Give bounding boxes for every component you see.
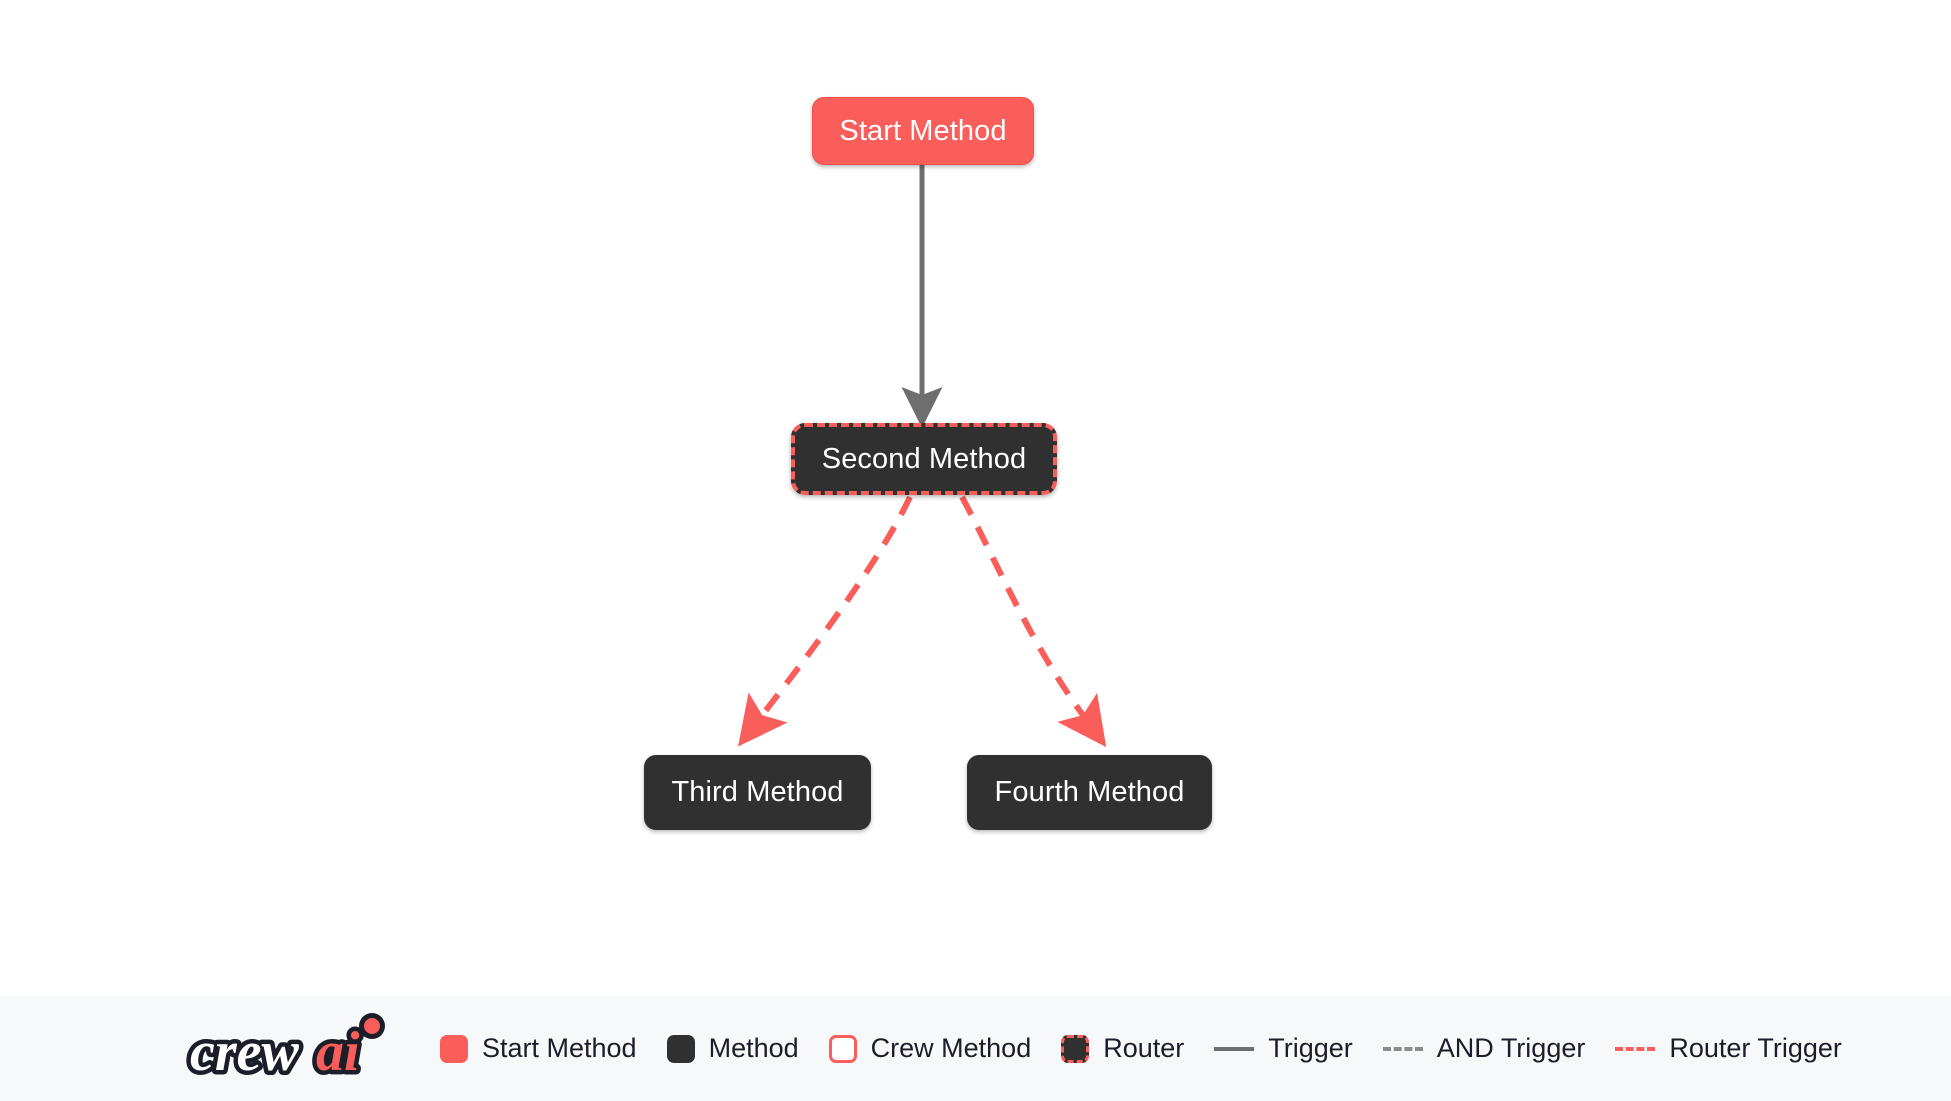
legend-item-router-trigger: Router Trigger xyxy=(1615,1033,1842,1064)
node-third-method-label: Third Method xyxy=(671,776,844,808)
edge-second-to-fourth xyxy=(959,495,1107,748)
node-third-method[interactable]: Third Method xyxy=(644,755,871,830)
legend-label-trigger: Trigger xyxy=(1268,1033,1353,1063)
crew-method-swatch-icon xyxy=(828,1034,857,1063)
legend-item-trigger: Trigger xyxy=(1214,1033,1353,1064)
legend-label-start-method: Start Method xyxy=(482,1033,637,1063)
legend-item-start-method: Start Method xyxy=(440,1033,637,1064)
crewai-logo[interactable]: crew crew ai ai xyxy=(186,1010,404,1088)
legend-bar: crew crew ai ai Start Method Method Crew… xyxy=(0,996,1951,1101)
legend-item-method: Method xyxy=(666,1033,799,1064)
legend-label-crew-method: Crew Method xyxy=(870,1033,1032,1063)
method-swatch-icon xyxy=(666,1034,695,1063)
router-swatch-icon xyxy=(1061,1034,1090,1063)
svg-text:crew: crew xyxy=(190,1021,300,1083)
start-method-swatch-icon xyxy=(440,1034,468,1063)
node-start-method[interactable]: Start Method xyxy=(812,97,1034,165)
legend-item-and-trigger: AND Trigger xyxy=(1382,1033,1586,1064)
svg-text:ai: ai xyxy=(316,1021,360,1083)
node-fourth-method[interactable]: Fourth Method xyxy=(967,755,1212,830)
edge-second-to-third xyxy=(738,495,913,747)
legend-label-router: Router xyxy=(1103,1033,1185,1063)
legend-label-router-trigger: Router Trigger xyxy=(1669,1033,1842,1063)
svg-text:crew: crew xyxy=(190,1021,300,1083)
flow-canvas[interactable]: Start Method Second Method Third Method … xyxy=(0,0,1951,996)
legend-label-and-trigger: AND Trigger xyxy=(1436,1033,1586,1063)
and-trigger-line-icon xyxy=(1382,1046,1423,1051)
node-fourth-method-label: Fourth Method xyxy=(994,776,1185,808)
legend-label-method: Method xyxy=(708,1033,799,1063)
svg-text:ai: ai xyxy=(316,1021,360,1083)
node-second-method-label: Second Method xyxy=(821,442,1027,475)
router-trigger-line-icon xyxy=(1615,1046,1656,1051)
node-start-method-label: Start Method xyxy=(839,114,1007,147)
crewai-logo-icon: crew crew ai ai xyxy=(186,1012,385,1087)
legend-item-router: Router xyxy=(1061,1033,1184,1064)
legend-item-crew-method: Crew Method xyxy=(828,1033,1032,1064)
trigger-line-icon xyxy=(1214,1046,1255,1051)
legend-items: Start Method Method Crew Method Router T… xyxy=(440,1033,1842,1064)
node-second-method[interactable]: Second Method xyxy=(791,423,1057,495)
